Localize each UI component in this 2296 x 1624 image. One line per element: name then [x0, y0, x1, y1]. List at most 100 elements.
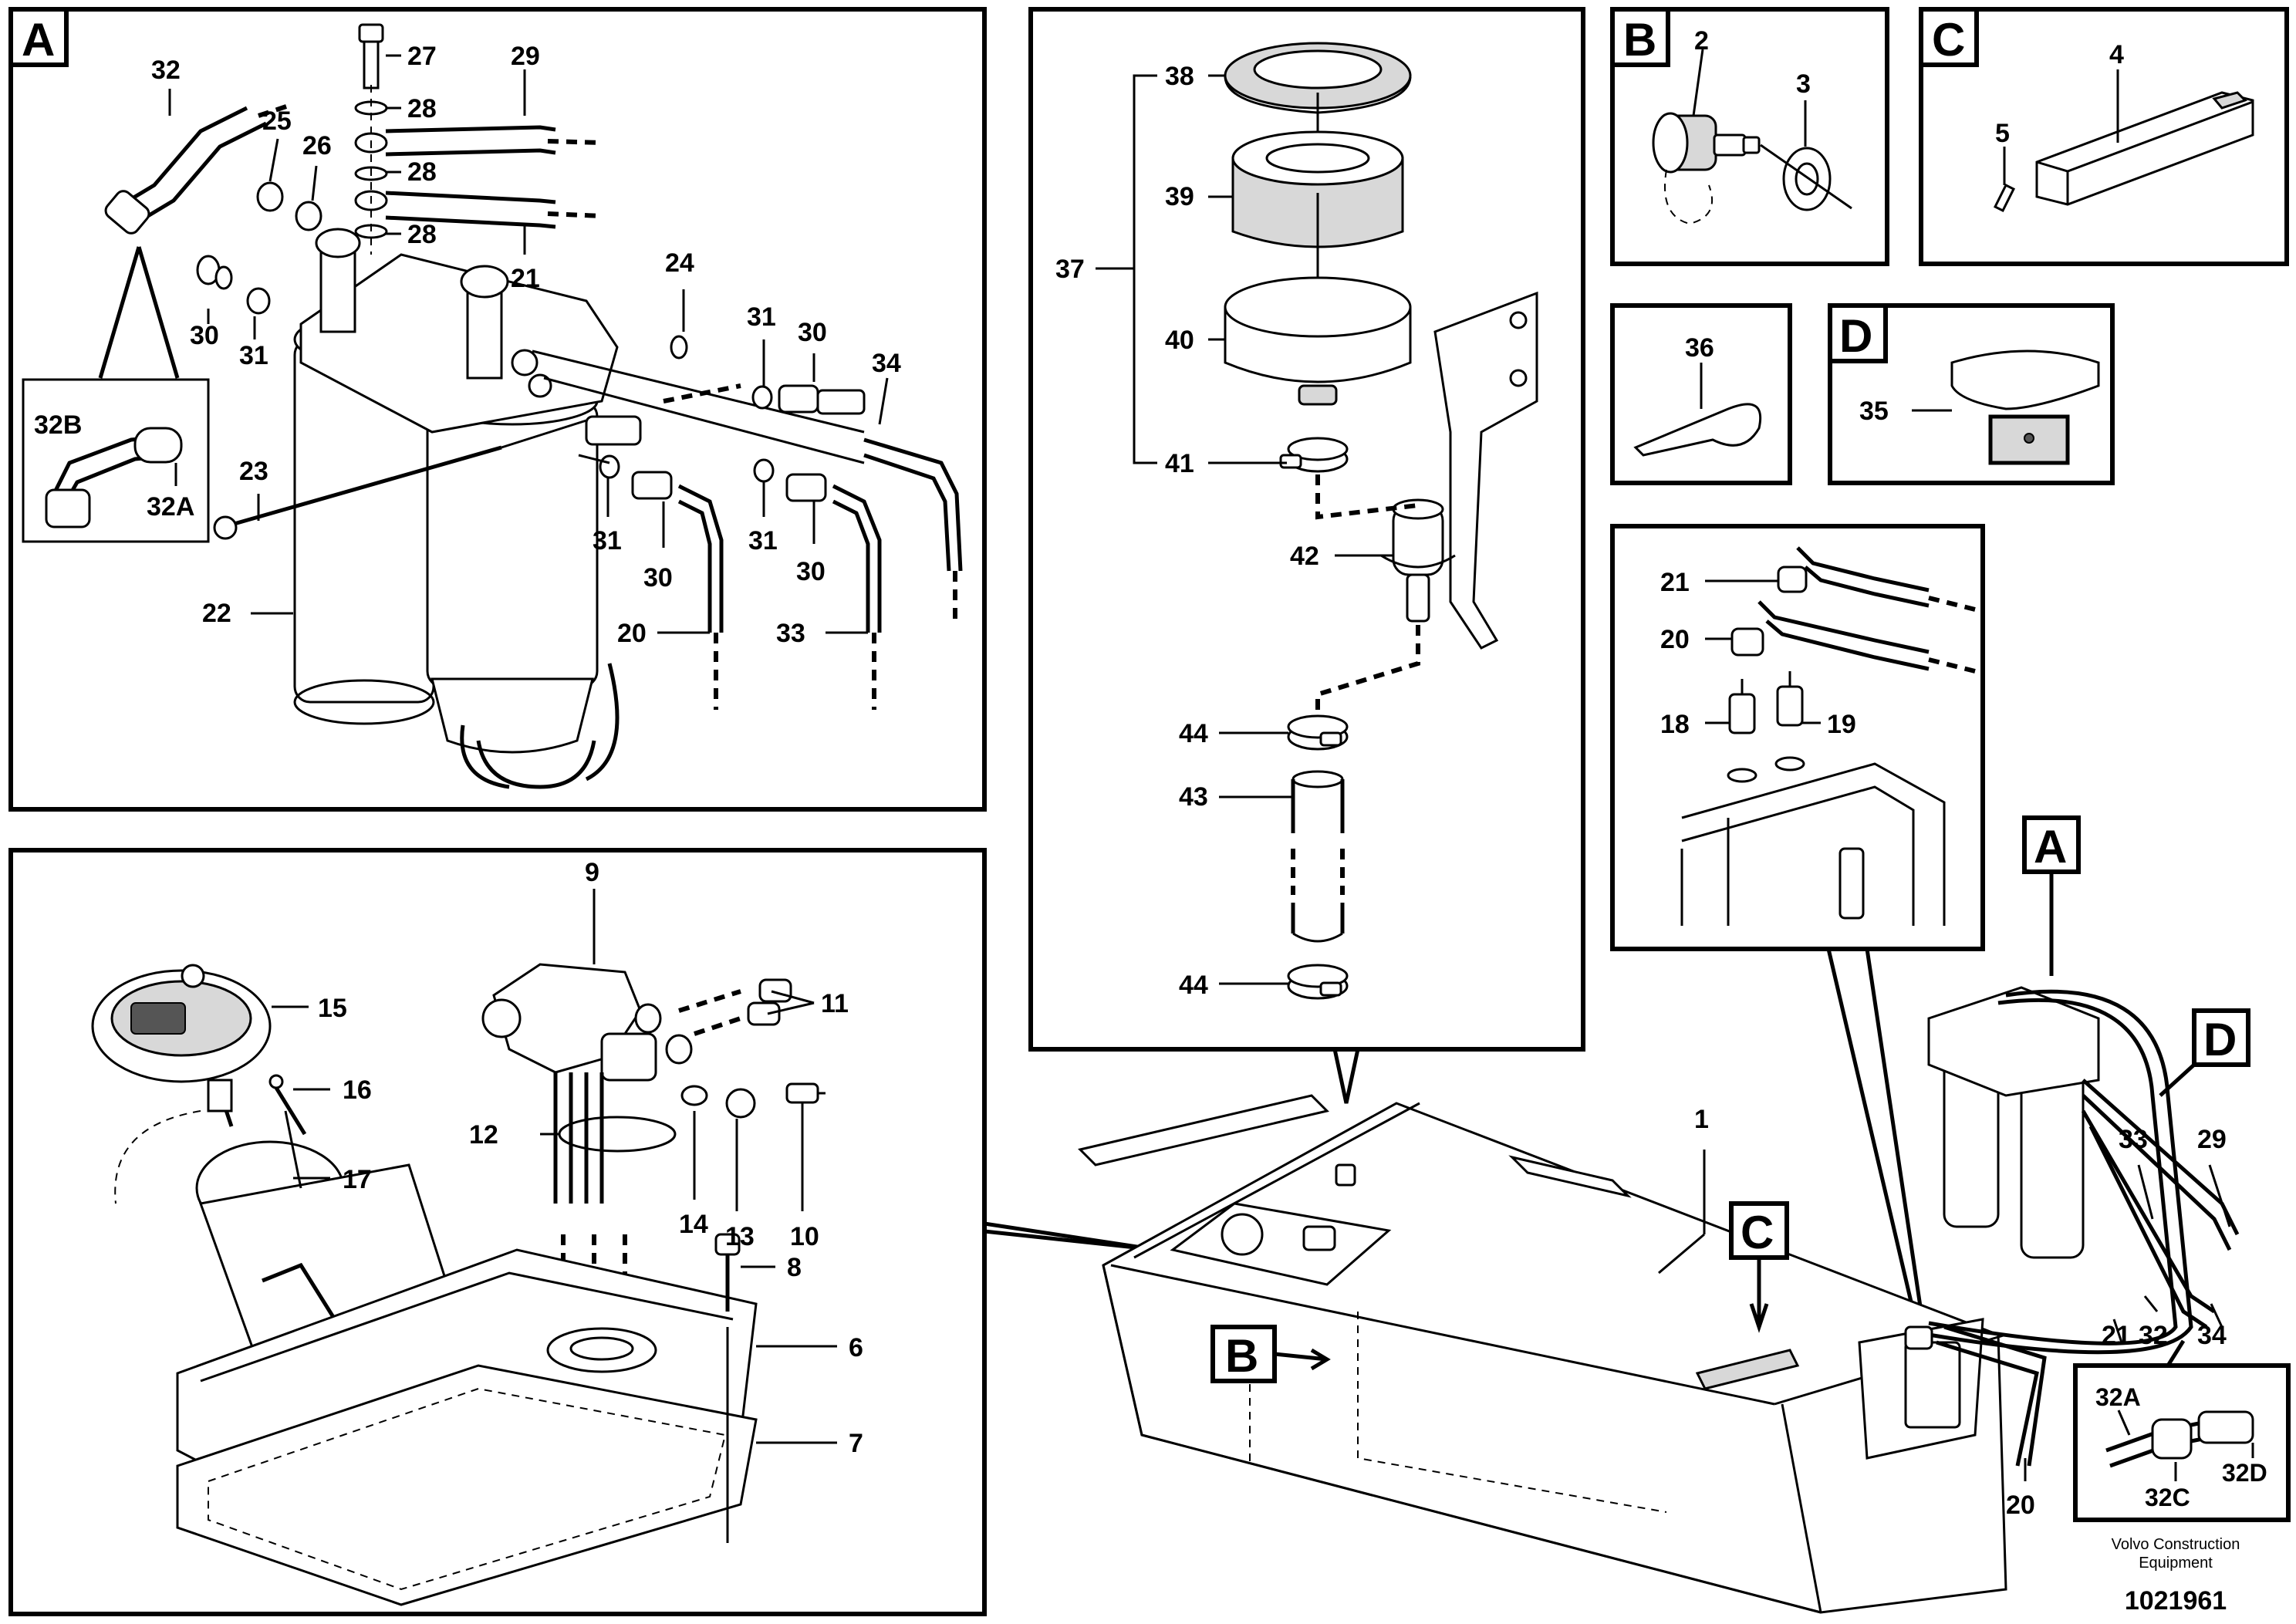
- inset-32a-32c-32d: 32A 32C 32D: [2073, 1339, 2291, 1522]
- callout-44a: 44: [1179, 719, 1208, 748]
- bolt-23: [213, 419, 587, 540]
- callout-43: 43: [1179, 782, 1208, 812]
- callout-37: 37: [1055, 255, 1085, 284]
- callout-12: 12: [469, 1120, 498, 1150]
- callout-30c: 30: [643, 563, 673, 593]
- panel-b: B 2 3: [1610, 7, 1889, 266]
- washer-3: [1782, 147, 1832, 211]
- callout-40: 40: [1165, 326, 1194, 355]
- callout-22: 22: [202, 599, 231, 628]
- panel-d: D 35: [1828, 303, 2115, 485]
- callout-32b: 32B: [34, 410, 82, 440]
- callout-10: 10: [790, 1222, 819, 1251]
- mounted-filter-assembly: [1904, 986, 2240, 1467]
- panel-c: C 4 5: [1919, 7, 2289, 266]
- callout-32: 32: [151, 56, 181, 85]
- brand-line-1: Volvo Construction: [2112, 1536, 2240, 1553]
- leaders-panel-a: [168, 54, 889, 634]
- adapters-18-19: [1727, 671, 1805, 783]
- callout-32a-inset: 32A: [147, 492, 194, 522]
- main-leaders: [1658, 1150, 2231, 1481]
- callout-23: 23: [239, 457, 268, 486]
- leaders-panel-breather: [1208, 74, 1393, 985]
- callout-2: 2: [1694, 26, 1709, 56]
- panel-tank-top: 9 15 16 17 11 12 14 13 10 8 6 7: [8, 848, 987, 1616]
- callout-20-main: 20: [2006, 1491, 2035, 1520]
- callout-38: 38: [1165, 62, 1194, 91]
- callout-30d: 30: [796, 557, 826, 586]
- callout-29-main: 29: [2197, 1125, 2227, 1154]
- callout-31b: 31: [747, 302, 776, 332]
- callout-1: 1: [1694, 1105, 1709, 1134]
- hoses-29-21: [385, 125, 603, 229]
- callout-31d: 31: [748, 526, 778, 555]
- callout-21: 21: [511, 264, 540, 293]
- callout-14: 14: [679, 1210, 708, 1239]
- main-tag-c: C: [1741, 1207, 1774, 1258]
- callout-24: 24: [665, 248, 694, 278]
- panel-c-tag: C: [1932, 14, 1965, 66]
- callout-9: 9: [585, 858, 599, 887]
- main-tag-a: A: [2034, 821, 2067, 873]
- callout-32a: 32A: [2095, 1383, 2141, 1411]
- callout-5: 5: [1995, 119, 2010, 148]
- hose-32-fitting: [104, 102, 688, 360]
- hose-clamp-35: [1950, 349, 2100, 465]
- panel-b-tag: B: [1623, 14, 1656, 66]
- filter-head: [299, 228, 642, 446]
- callout-31a: 31: [239, 341, 268, 370]
- panel-a-tag-box: [8, 7, 69, 67]
- brand-line-2: Equipment: [2139, 1555, 2213, 1572]
- callout-34-main: 34: [2197, 1321, 2227, 1350]
- callout-44b: 44: [1179, 971, 1208, 1000]
- callout-33-main: 33: [2119, 1125, 2148, 1154]
- hose-43: [1291, 770, 1345, 943]
- housing-40: [1224, 276, 1412, 406]
- callout-20a: 20: [617, 619, 647, 648]
- callout-21-main: 21: [2102, 1321, 2131, 1350]
- main-tag-b: B: [1225, 1330, 1258, 1382]
- callout-36: 36: [1685, 333, 1714, 363]
- callout-30a: 30: [190, 321, 219, 350]
- breather-cap-38: [1224, 42, 1412, 114]
- callout-21-inset: 21: [1660, 568, 1690, 597]
- callout-28a: 28: [407, 94, 437, 123]
- callout-31c: 31: [593, 526, 622, 555]
- callout-28b: 28: [407, 157, 437, 187]
- callout-26: 26: [302, 131, 332, 160]
- hoses-20-21: [1730, 546, 1976, 674]
- callout-30b: 30: [798, 318, 827, 347]
- drain-valve-2: [1652, 112, 1761, 225]
- pin-5: [1993, 183, 2016, 213]
- screws-8-16: [268, 1074, 741, 1543]
- tank-corner: [1680, 762, 1946, 926]
- callout-6: 6: [849, 1333, 863, 1362]
- callout-25: 25: [262, 106, 292, 136]
- clamp-44-upper: [1287, 714, 1349, 751]
- callout-32d: 32D: [2222, 1459, 2267, 1487]
- panel-fittings-18-21: 21 20 18 19: [1610, 524, 1985, 951]
- callout-18: 18: [1660, 710, 1690, 739]
- clamp-41: [1279, 437, 1349, 473]
- callout-3: 3: [1796, 69, 1811, 99]
- callout-27: 27: [407, 42, 437, 71]
- panel-breather: 38 39 37 40 41 42 44 43 44: [1028, 7, 1585, 1052]
- fuel-tank-assembly: [1078, 1094, 2007, 1614]
- callout-35: 35: [1859, 397, 1889, 426]
- callout-4: 4: [2109, 40, 2124, 69]
- callout-17: 17: [343, 1165, 372, 1194]
- bolt-27-stack: [354, 23, 388, 255]
- channel-4: [2035, 91, 2254, 206]
- callout-28c: 28: [407, 220, 437, 249]
- callout-29: 29: [511, 42, 540, 71]
- leaders-panel-tank-top: [272, 889, 837, 1444]
- callout-32c: 32C: [2145, 1484, 2190, 1511]
- callout-39: 39: [1165, 182, 1194, 211]
- callout-15: 15: [318, 994, 347, 1023]
- footer: Volvo Construction Equipment 1021961: [2112, 1536, 2240, 1616]
- panel-d-tag: D: [1839, 310, 1872, 362]
- callout-32-main: 32: [2139, 1321, 2168, 1350]
- callout-19: 19: [1827, 710, 1856, 739]
- pointer-lines: [984, 948, 1923, 1312]
- main-tag-d: D: [2203, 1014, 2237, 1065]
